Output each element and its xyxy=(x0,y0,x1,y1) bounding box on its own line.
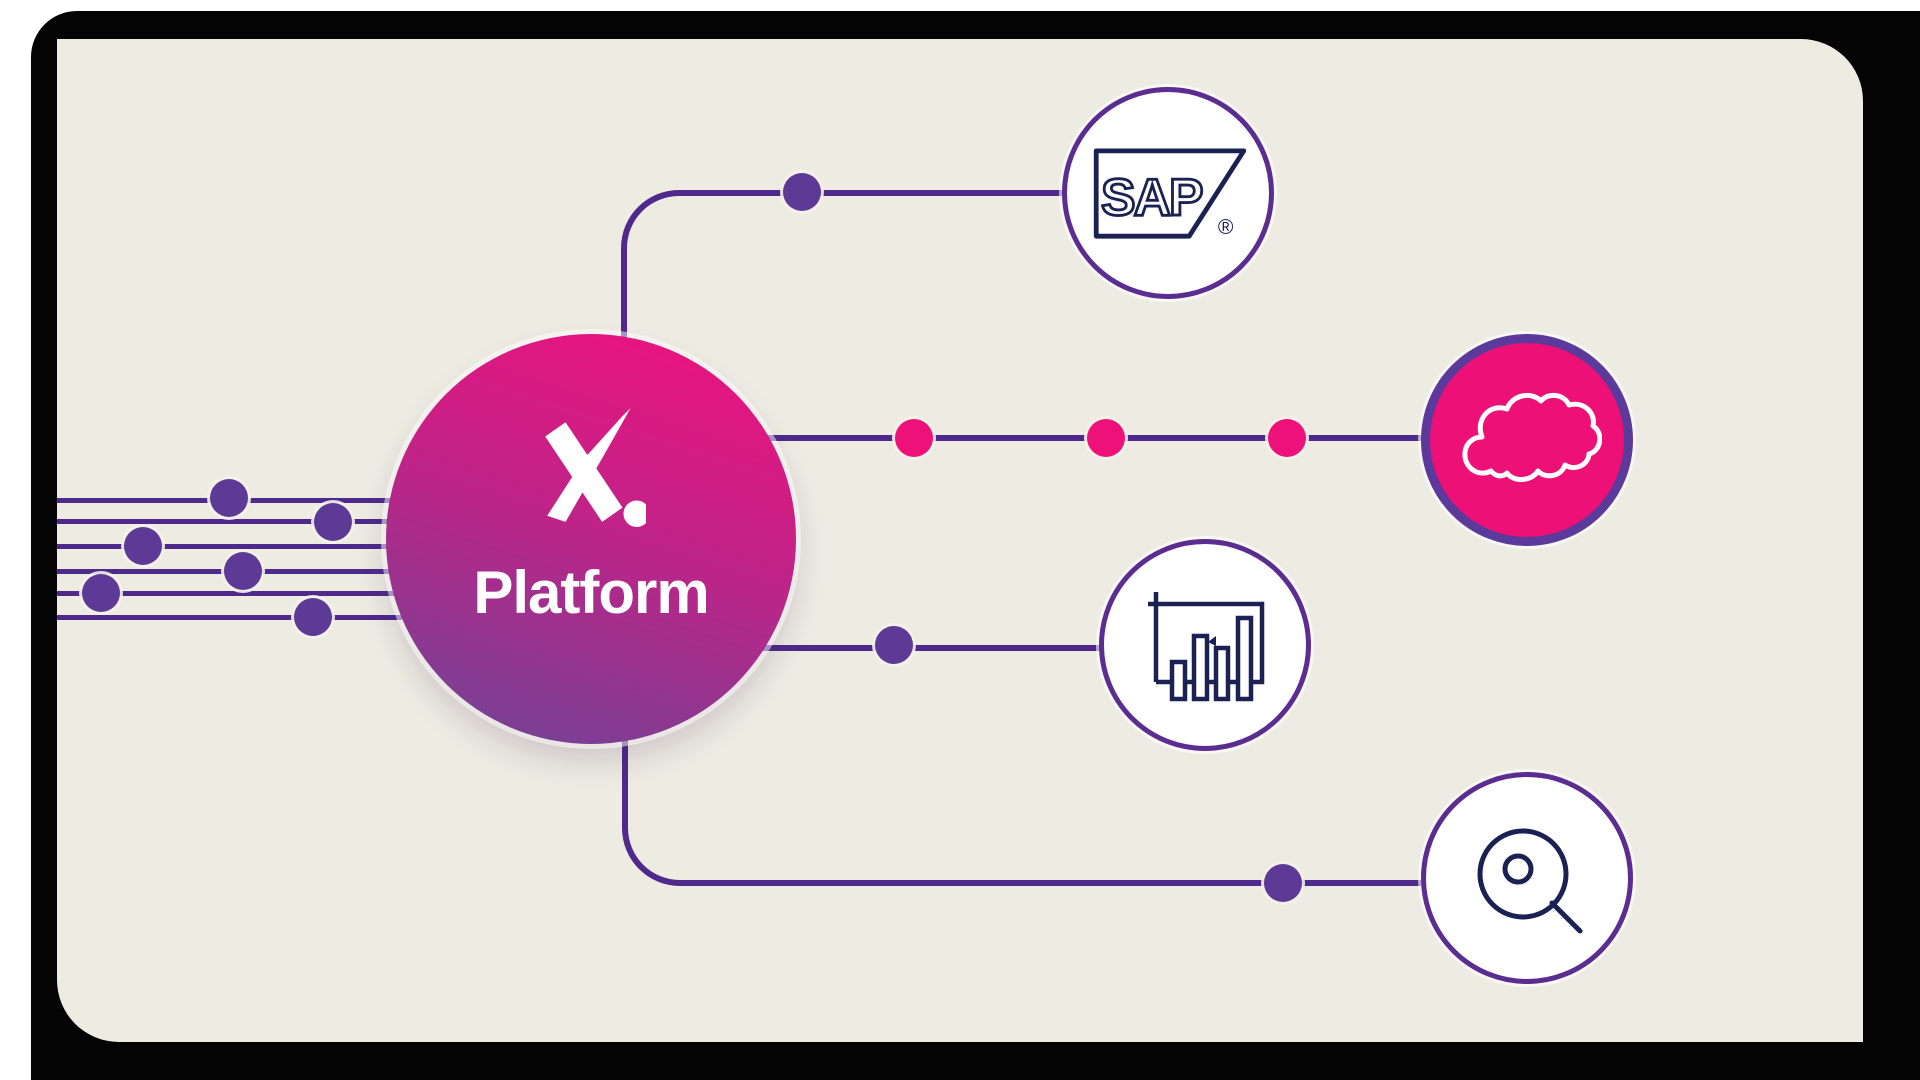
data-stream-dot xyxy=(210,479,248,517)
data-stream-dot xyxy=(294,598,332,636)
connector-to-analytics xyxy=(760,645,1102,651)
connector-to-search xyxy=(622,738,1421,886)
connector-dot xyxy=(1268,419,1306,457)
node-search xyxy=(1421,772,1633,984)
svg-text:SAP: SAP xyxy=(1101,168,1202,226)
x-logo-icon xyxy=(545,408,646,527)
connector-dot xyxy=(875,626,913,664)
data-stream-line xyxy=(57,615,402,620)
connector-to-sap xyxy=(621,190,1063,338)
salesforce-cloud-icon xyxy=(1462,392,1602,482)
connector-dot xyxy=(1087,419,1125,457)
platform-hub: Platform xyxy=(386,334,796,744)
magnifier-icon xyxy=(1477,828,1583,934)
sap-logo-icon: SAP ® xyxy=(1093,148,1247,239)
platform-label: Platform xyxy=(473,559,709,626)
data-stream-line xyxy=(57,544,402,549)
node-analytics xyxy=(1099,539,1311,751)
data-stream-line xyxy=(57,519,402,524)
svg-text:®: ® xyxy=(1218,216,1234,239)
data-stream-line xyxy=(57,591,402,596)
connector-dot xyxy=(783,173,821,211)
connector-dot xyxy=(1264,864,1302,902)
data-stream-dot xyxy=(224,552,262,590)
node-sap: SAP ® xyxy=(1062,87,1274,299)
connector-dot xyxy=(895,419,933,457)
bar-chart-icon xyxy=(1148,592,1265,702)
data-stream-dot xyxy=(124,527,162,565)
data-stream-dot xyxy=(314,503,352,541)
node-salesforce xyxy=(1421,334,1633,546)
data-stream-dot xyxy=(82,574,120,612)
